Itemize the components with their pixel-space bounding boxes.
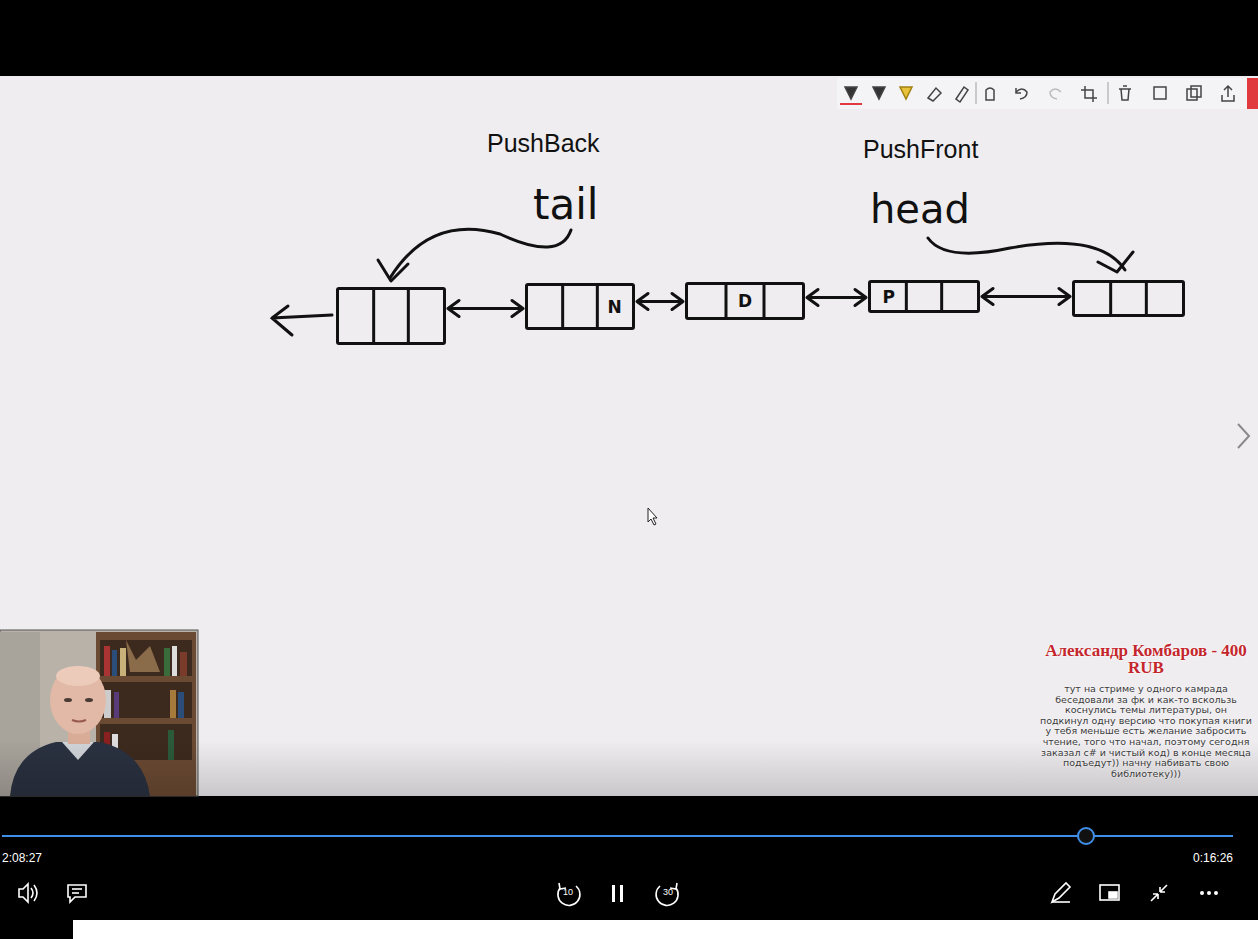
skip-back-seconds: 10 [556, 887, 580, 897]
list-node [336, 287, 446, 345]
tail-pointer-head [378, 260, 408, 281]
progress-remaining [1086, 835, 1233, 837]
link-arrow [637, 294, 683, 310]
head-pointer [928, 238, 1125, 270]
donation-message: тут на стриме у одного камрада беседовал… [1040, 684, 1252, 779]
next-chevron [1238, 424, 1249, 448]
node-divider [725, 285, 728, 317]
node-divider [561, 286, 564, 327]
node-divider [1109, 283, 1112, 314]
pointer-name: head [870, 186, 970, 232]
skip-forward-seconds: 30 [656, 887, 680, 897]
node-field-value: D [726, 285, 764, 317]
link-arrow [982, 289, 1070, 305]
method-title: PushFront [863, 135, 978, 164]
pointer-name: tail [533, 180, 599, 229]
elapsed-time: 2:08:27 [2, 851, 42, 865]
list-node: P [868, 280, 980, 313]
list-node: D [685, 282, 805, 320]
list-node: N [525, 283, 635, 330]
progress-knob [1078, 828, 1094, 844]
toolbar-icons [840, 82, 1234, 104]
control-icons [19, 883, 1217, 905]
node-divider [1145, 283, 1148, 314]
head-pointer-head [1098, 252, 1133, 272]
node-dividers [339, 290, 443, 342]
node-divider [763, 285, 766, 317]
donation-name: Александр Комбаров - 400 RUB [1038, 642, 1254, 676]
node-field-value: N [597, 286, 632, 327]
node-dividers [1075, 283, 1182, 314]
taskbar-strip [73, 920, 1258, 939]
toolbar [837, 78, 1250, 109]
link-arrow [807, 290, 866, 306]
link-arrow [448, 301, 523, 317]
tail-pointer [390, 229, 571, 278]
node-divider [372, 290, 375, 342]
progress-played [2, 835, 1086, 837]
toolbar-accent [1247, 78, 1258, 109]
remaining-time: 0:16:26 [1176, 851, 1233, 865]
method-title: PushBack [487, 129, 600, 158]
node-divider [596, 286, 599, 327]
node-divider [905, 283, 908, 310]
node-field-value: P [871, 283, 906, 310]
node-divider [407, 290, 410, 342]
list-node [1072, 280, 1185, 317]
node-divider [940, 283, 943, 310]
mouse-cursor [648, 508, 657, 525]
outgoing-arrow [272, 306, 332, 335]
